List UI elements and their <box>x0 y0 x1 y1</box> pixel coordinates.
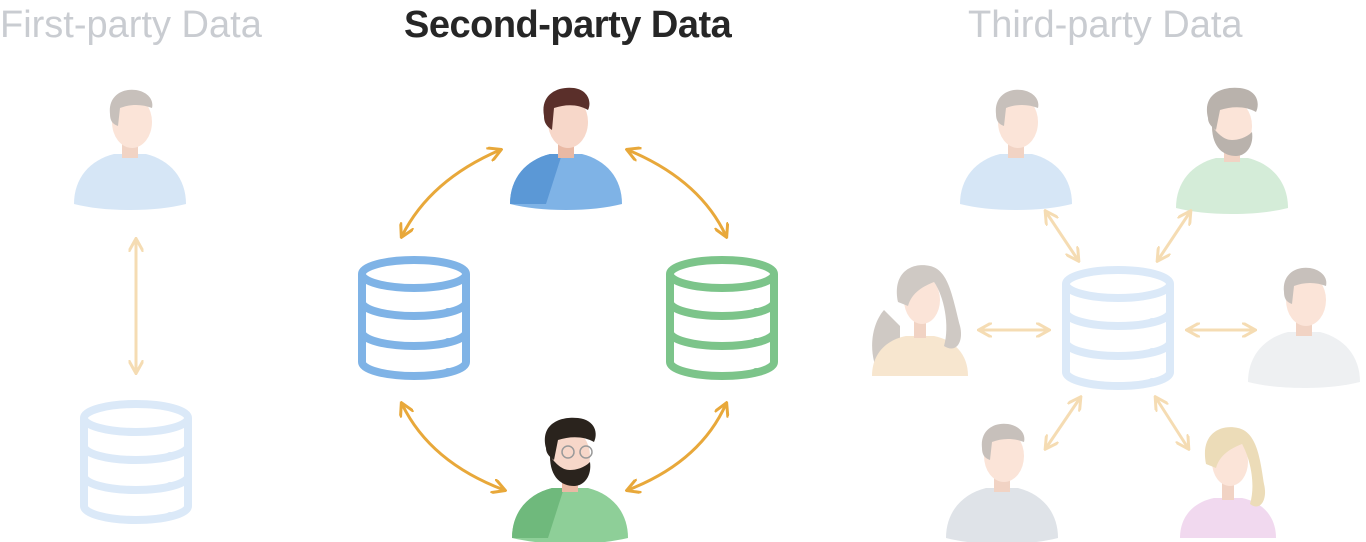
third-party-person-bottom-left-icon <box>946 423 1058 542</box>
first-party-database-icon <box>84 404 188 520</box>
second-party-group <box>362 87 774 542</box>
third-party-person-left-icon <box>872 265 968 376</box>
third-party-arrow-bottom-left <box>1046 398 1080 448</box>
third-party-person-bottom-right-icon <box>1180 427 1276 538</box>
second-party-title: Second-party Data <box>404 4 732 46</box>
third-party-arrow-top-left <box>1046 212 1078 260</box>
second-party-arrow-top-right <box>628 150 726 236</box>
second-party-arrow-bottom-right <box>628 404 726 490</box>
second-party-person-bottom-icon <box>512 417 628 542</box>
third-party-group <box>872 87 1360 542</box>
second-party-database-right-icon <box>670 260 774 376</box>
third-party-title: Third-party Data <box>968 4 1243 46</box>
third-party-person-top-left-icon <box>960 89 1072 210</box>
third-party-arrow-bottom-right <box>1156 398 1188 448</box>
second-party-arrow-top-left <box>402 150 500 236</box>
second-party-arrow-bottom-left <box>402 404 504 490</box>
second-party-person-top-icon <box>510 87 622 210</box>
second-party-database-left-icon <box>362 260 466 376</box>
first-party-title: First-party Data <box>0 4 262 46</box>
first-party-group <box>74 89 188 520</box>
third-party-arrow-top-right <box>1158 212 1190 260</box>
third-party-database-icon <box>1066 270 1170 386</box>
third-party-person-right-icon <box>1248 267 1360 388</box>
third-party-person-top-right-icon <box>1176 87 1288 214</box>
first-party-person-icon <box>74 89 186 210</box>
